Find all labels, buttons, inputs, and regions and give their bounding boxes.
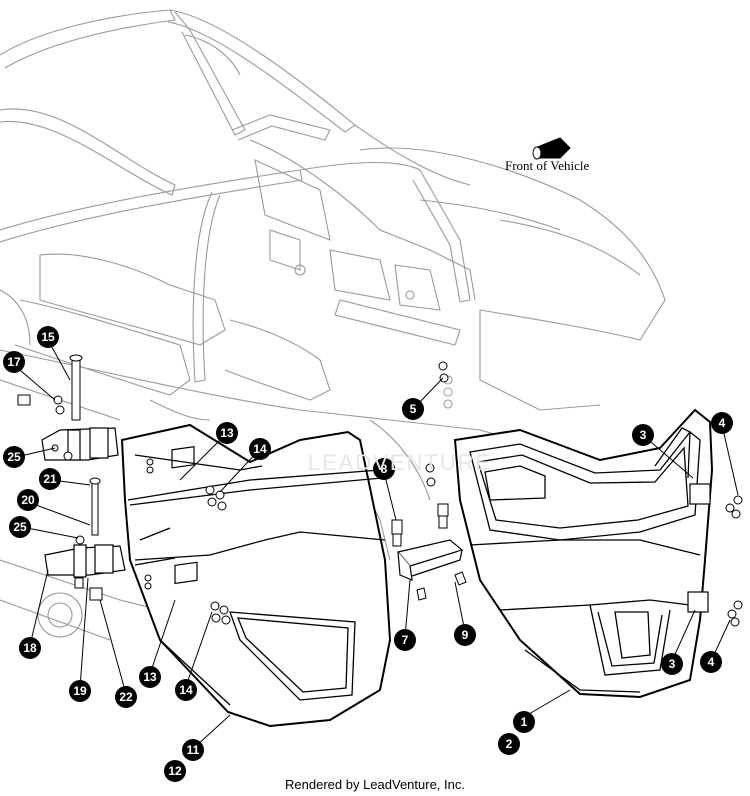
svg-text:14: 14 bbox=[179, 683, 193, 697]
callout-13-lower: 13 bbox=[139, 666, 161, 688]
callout-14-upper: 14 bbox=[249, 438, 271, 460]
callout-9: 9 bbox=[454, 624, 476, 646]
callout-3-lower: 3 bbox=[661, 653, 683, 675]
svg-text:25: 25 bbox=[13, 520, 27, 534]
render-credit-footer: Rendered by LeadVenture, Inc. bbox=[285, 777, 465, 792]
callout-3-upper: 3 bbox=[632, 424, 654, 446]
door-latch-bracket bbox=[391, 463, 467, 601]
callout-25-upper: 25 bbox=[3, 446, 25, 468]
svg-text:1: 1 bbox=[521, 715, 528, 729]
callout-4-upper: 4 bbox=[711, 412, 733, 434]
callout-5: 5 bbox=[402, 398, 424, 420]
watermark-text: LEADVENTURE bbox=[308, 450, 493, 475]
callout-25-lower: 25 bbox=[9, 516, 31, 538]
svg-text:25: 25 bbox=[7, 450, 21, 464]
svg-text:3: 3 bbox=[640, 428, 647, 442]
svg-text:8: 8 bbox=[381, 462, 388, 476]
svg-text:11: 11 bbox=[187, 743, 200, 757]
svg-text:3: 3 bbox=[669, 657, 676, 671]
svg-text:4: 4 bbox=[708, 655, 715, 669]
door-fasteners bbox=[144, 361, 743, 627]
callout-22: 22 bbox=[115, 686, 137, 708]
front-of-vehicle-label: Front of Vehicle bbox=[505, 158, 590, 173]
callout-1: 1 bbox=[513, 711, 535, 733]
callout-8: 8 bbox=[373, 458, 395, 480]
svg-text:5: 5 bbox=[410, 402, 417, 416]
callout-2: 2 bbox=[498, 733, 520, 755]
left-hinge-hardware bbox=[17, 354, 126, 601]
left-door-panel bbox=[120, 423, 392, 728]
svg-text:7: 7 bbox=[402, 633, 409, 647]
svg-text:17: 17 bbox=[7, 355, 21, 369]
front-direction-arrow-icon bbox=[532, 137, 571, 160]
callout-4-lower: 4 bbox=[700, 651, 722, 673]
callout-21: 21 bbox=[39, 468, 61, 490]
vehicle-frame-outline bbox=[0, 9, 666, 641]
callout-15: 15 bbox=[37, 326, 59, 348]
callout-14-lower: 14 bbox=[175, 679, 197, 701]
leader-lines bbox=[13, 339, 739, 748]
svg-text:13: 13 bbox=[220, 426, 234, 440]
right-door-panel bbox=[453, 408, 714, 699]
svg-text:20: 20 bbox=[21, 493, 35, 507]
callout-18: 18 bbox=[19, 637, 41, 659]
callout-17: 17 bbox=[3, 351, 25, 373]
svg-text:13: 13 bbox=[143, 670, 157, 684]
svg-text:2: 2 bbox=[506, 737, 513, 751]
callout-7: 7 bbox=[394, 629, 416, 651]
svg-text:21: 21 bbox=[43, 472, 57, 486]
callout-12: 12 bbox=[164, 760, 186, 782]
svg-text:9: 9 bbox=[462, 628, 469, 642]
svg-text:12: 12 bbox=[168, 764, 182, 778]
svg-text:4: 4 bbox=[719, 416, 726, 430]
svg-text:15: 15 bbox=[41, 330, 55, 344]
svg-text:22: 22 bbox=[119, 690, 133, 704]
svg-text:19: 19 bbox=[73, 684, 87, 698]
svg-text:18: 18 bbox=[23, 641, 37, 655]
svg-text:14: 14 bbox=[253, 442, 267, 456]
callout-20: 20 bbox=[17, 489, 39, 511]
callout-19: 19 bbox=[69, 680, 91, 702]
callout-11: 11 bbox=[182, 739, 204, 761]
callout-13-upper: 13 bbox=[216, 422, 238, 444]
